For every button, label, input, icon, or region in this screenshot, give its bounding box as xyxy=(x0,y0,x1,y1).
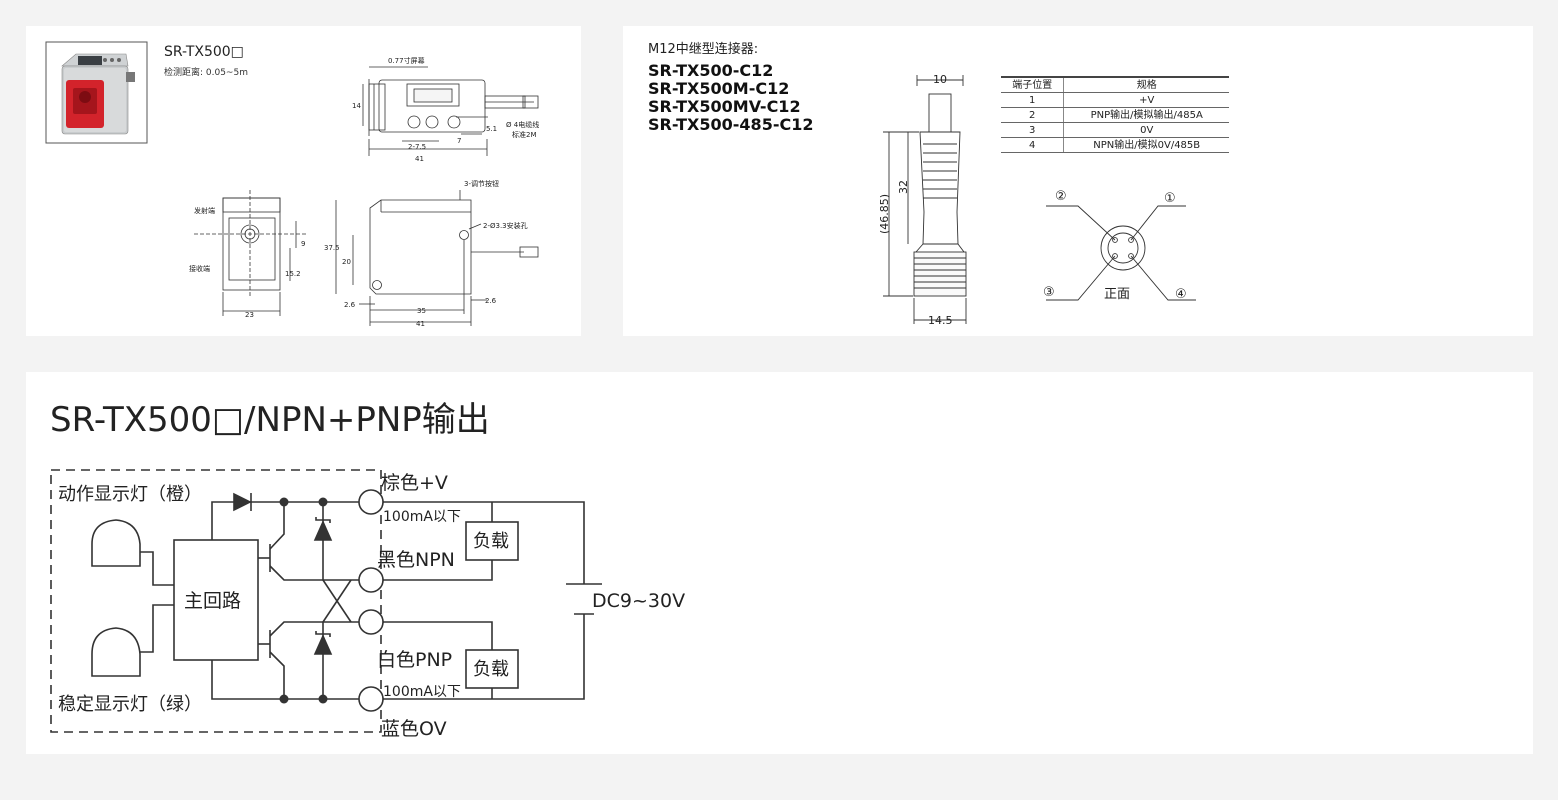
dim-41-side: 41 xyxy=(416,320,425,328)
black-wire-label: 黑色NPN xyxy=(377,549,455,571)
terminals xyxy=(358,489,384,712)
connector-model: SR-TX500-485-C12 xyxy=(648,115,814,134)
white-wire-label: 白色PNP xyxy=(377,649,452,671)
dim-connector-length: 32 xyxy=(897,180,910,194)
dim-connector-width: 14.5 xyxy=(928,314,953,327)
dim-5-1: 5.1 xyxy=(486,125,497,133)
connector-card: M12中继型连接器: SR-TX500-C12 SR-TX500M-C12 SR… xyxy=(623,26,1533,336)
wiring-card: SR-TX500□/NPN+PNP输出 xyxy=(26,372,1533,754)
supply-voltage-label: DC9~30V xyxy=(592,590,685,612)
front-label: 正面 xyxy=(1104,287,1130,302)
current-top-label: 100mA以下 xyxy=(383,509,461,525)
pin-1: ① xyxy=(1164,191,1176,206)
button-label: 3-调节按钮 xyxy=(464,179,499,188)
dim-15-2: 15.2 xyxy=(285,270,301,278)
pin-4: ④ xyxy=(1175,287,1187,302)
current-bottom-label: 100mA以下 xyxy=(383,684,461,700)
table-header: 规格 xyxy=(1063,76,1229,93)
table-header: 端子位置 xyxy=(1001,76,1064,93)
receiver-label: 接收端 xyxy=(189,264,210,273)
connector-side-view xyxy=(883,75,967,324)
top-view xyxy=(362,66,539,156)
main-circuit-label: 主回路 xyxy=(184,590,241,612)
pin-2: ② xyxy=(1055,189,1067,204)
brown-wire-label: 棕色+V xyxy=(381,472,448,494)
table-row: 1 +V xyxy=(1001,92,1229,108)
dim-23: 23 xyxy=(245,311,254,319)
dim-2-7-5: 2-7.5 xyxy=(408,143,426,151)
blue-wire-label: 蓝色OV xyxy=(381,718,447,740)
cable-label: Ø 4电缆线 xyxy=(506,120,539,129)
dim-35: 35 xyxy=(417,307,426,315)
dim-41-top: 41 xyxy=(415,155,424,163)
stable-led-label: 稳定显示灯（绿） xyxy=(58,694,202,715)
dim-14: 14 xyxy=(352,102,361,110)
table-header-row: 端子位置 规格 xyxy=(1001,76,1229,93)
table-cell: 3 xyxy=(1001,122,1064,138)
cable-standard: 标准2M xyxy=(512,130,537,139)
pin-3: ③ xyxy=(1043,285,1055,300)
table-row: 3 0V xyxy=(1001,122,1229,138)
hole-label: 2-Ø3.3安装孔 xyxy=(483,221,528,230)
terminal-spec-table: 端子位置 规格 1 +V 2 PNP输出/模拟输出/485A 3 0V 4 NP… xyxy=(1001,76,1229,153)
table-cell: NPN输出/模拟0V/485B xyxy=(1063,137,1229,153)
front-view xyxy=(194,190,306,316)
dim-connector-total: (46.85) xyxy=(878,194,891,234)
action-led-label: 动作显示灯（橙） xyxy=(58,484,202,505)
connector-model: SR-TX500-C12 xyxy=(648,61,774,80)
sensor-dimension-card: 0.77寸屏幕 14 5.1 Ø 4电缆线 标准2M 7 2-7.5 41 发射… xyxy=(26,26,581,336)
dim-2-6-right: 2.6 xyxy=(485,297,497,305)
sensor-dimension-drawing: 0.77寸屏幕 14 5.1 Ø 4电缆线 标准2M 7 2-7.5 41 发射… xyxy=(45,41,539,328)
dim-connector-top: 10 xyxy=(933,73,947,86)
table-cell: 4 xyxy=(1001,137,1064,153)
dim-37-5: 37.5 xyxy=(324,244,340,252)
detection-range: 检测距离: 0.05~5m xyxy=(164,68,248,78)
dim-2-6-left: 2.6 xyxy=(344,301,356,309)
junction-dots xyxy=(279,497,328,704)
table-row: 4 NPN输出/模拟0V/485B xyxy=(1001,137,1229,153)
table-cell: 1 xyxy=(1001,92,1064,108)
dim-7: 7 xyxy=(457,137,461,145)
table-cell: +V xyxy=(1063,92,1229,108)
connector-title: M12中继型连接器: xyxy=(648,42,759,57)
table-cell: 2 xyxy=(1001,107,1064,123)
connector-model: SR-TX500M-C12 xyxy=(648,79,790,98)
load-top-label: 负载 xyxy=(473,531,509,552)
dim-9: 9 xyxy=(301,240,305,248)
connector-model-list: SR-TX500-C12 SR-TX500M-C12 SR-TX500MV-C1… xyxy=(648,62,813,134)
side-view xyxy=(335,190,539,326)
table-row: 2 PNP输出/模拟输出/485A xyxy=(1001,107,1229,123)
connector-drawing: 10 32 (46.85) 14.5 ② ① ③ ④ 正面 xyxy=(878,73,1196,327)
circuit-lines xyxy=(50,469,602,733)
screen-label: 0.77寸屏幕 xyxy=(388,56,425,65)
emitter-label: 发射端 xyxy=(194,206,215,215)
load-bottom-label: 负载 xyxy=(473,659,509,680)
dim-20: 20 xyxy=(342,258,351,266)
connector-model: SR-TX500MV-C12 xyxy=(648,97,801,116)
wiring-title: SR-TX500□/NPN+PNP输出 xyxy=(50,400,490,440)
connector-front-view xyxy=(1046,205,1196,301)
wiring-diagram: 动作显示灯（橙） 稳定显示灯（绿） 主回路 棕色+V 100mA以下 黑色NPN… xyxy=(50,469,685,740)
model-title: SR-TX500□ xyxy=(164,44,244,60)
table-cell: 0V xyxy=(1063,122,1229,138)
table-cell: PNP输出/模拟输出/485A xyxy=(1063,107,1229,123)
product-photo xyxy=(45,41,148,144)
